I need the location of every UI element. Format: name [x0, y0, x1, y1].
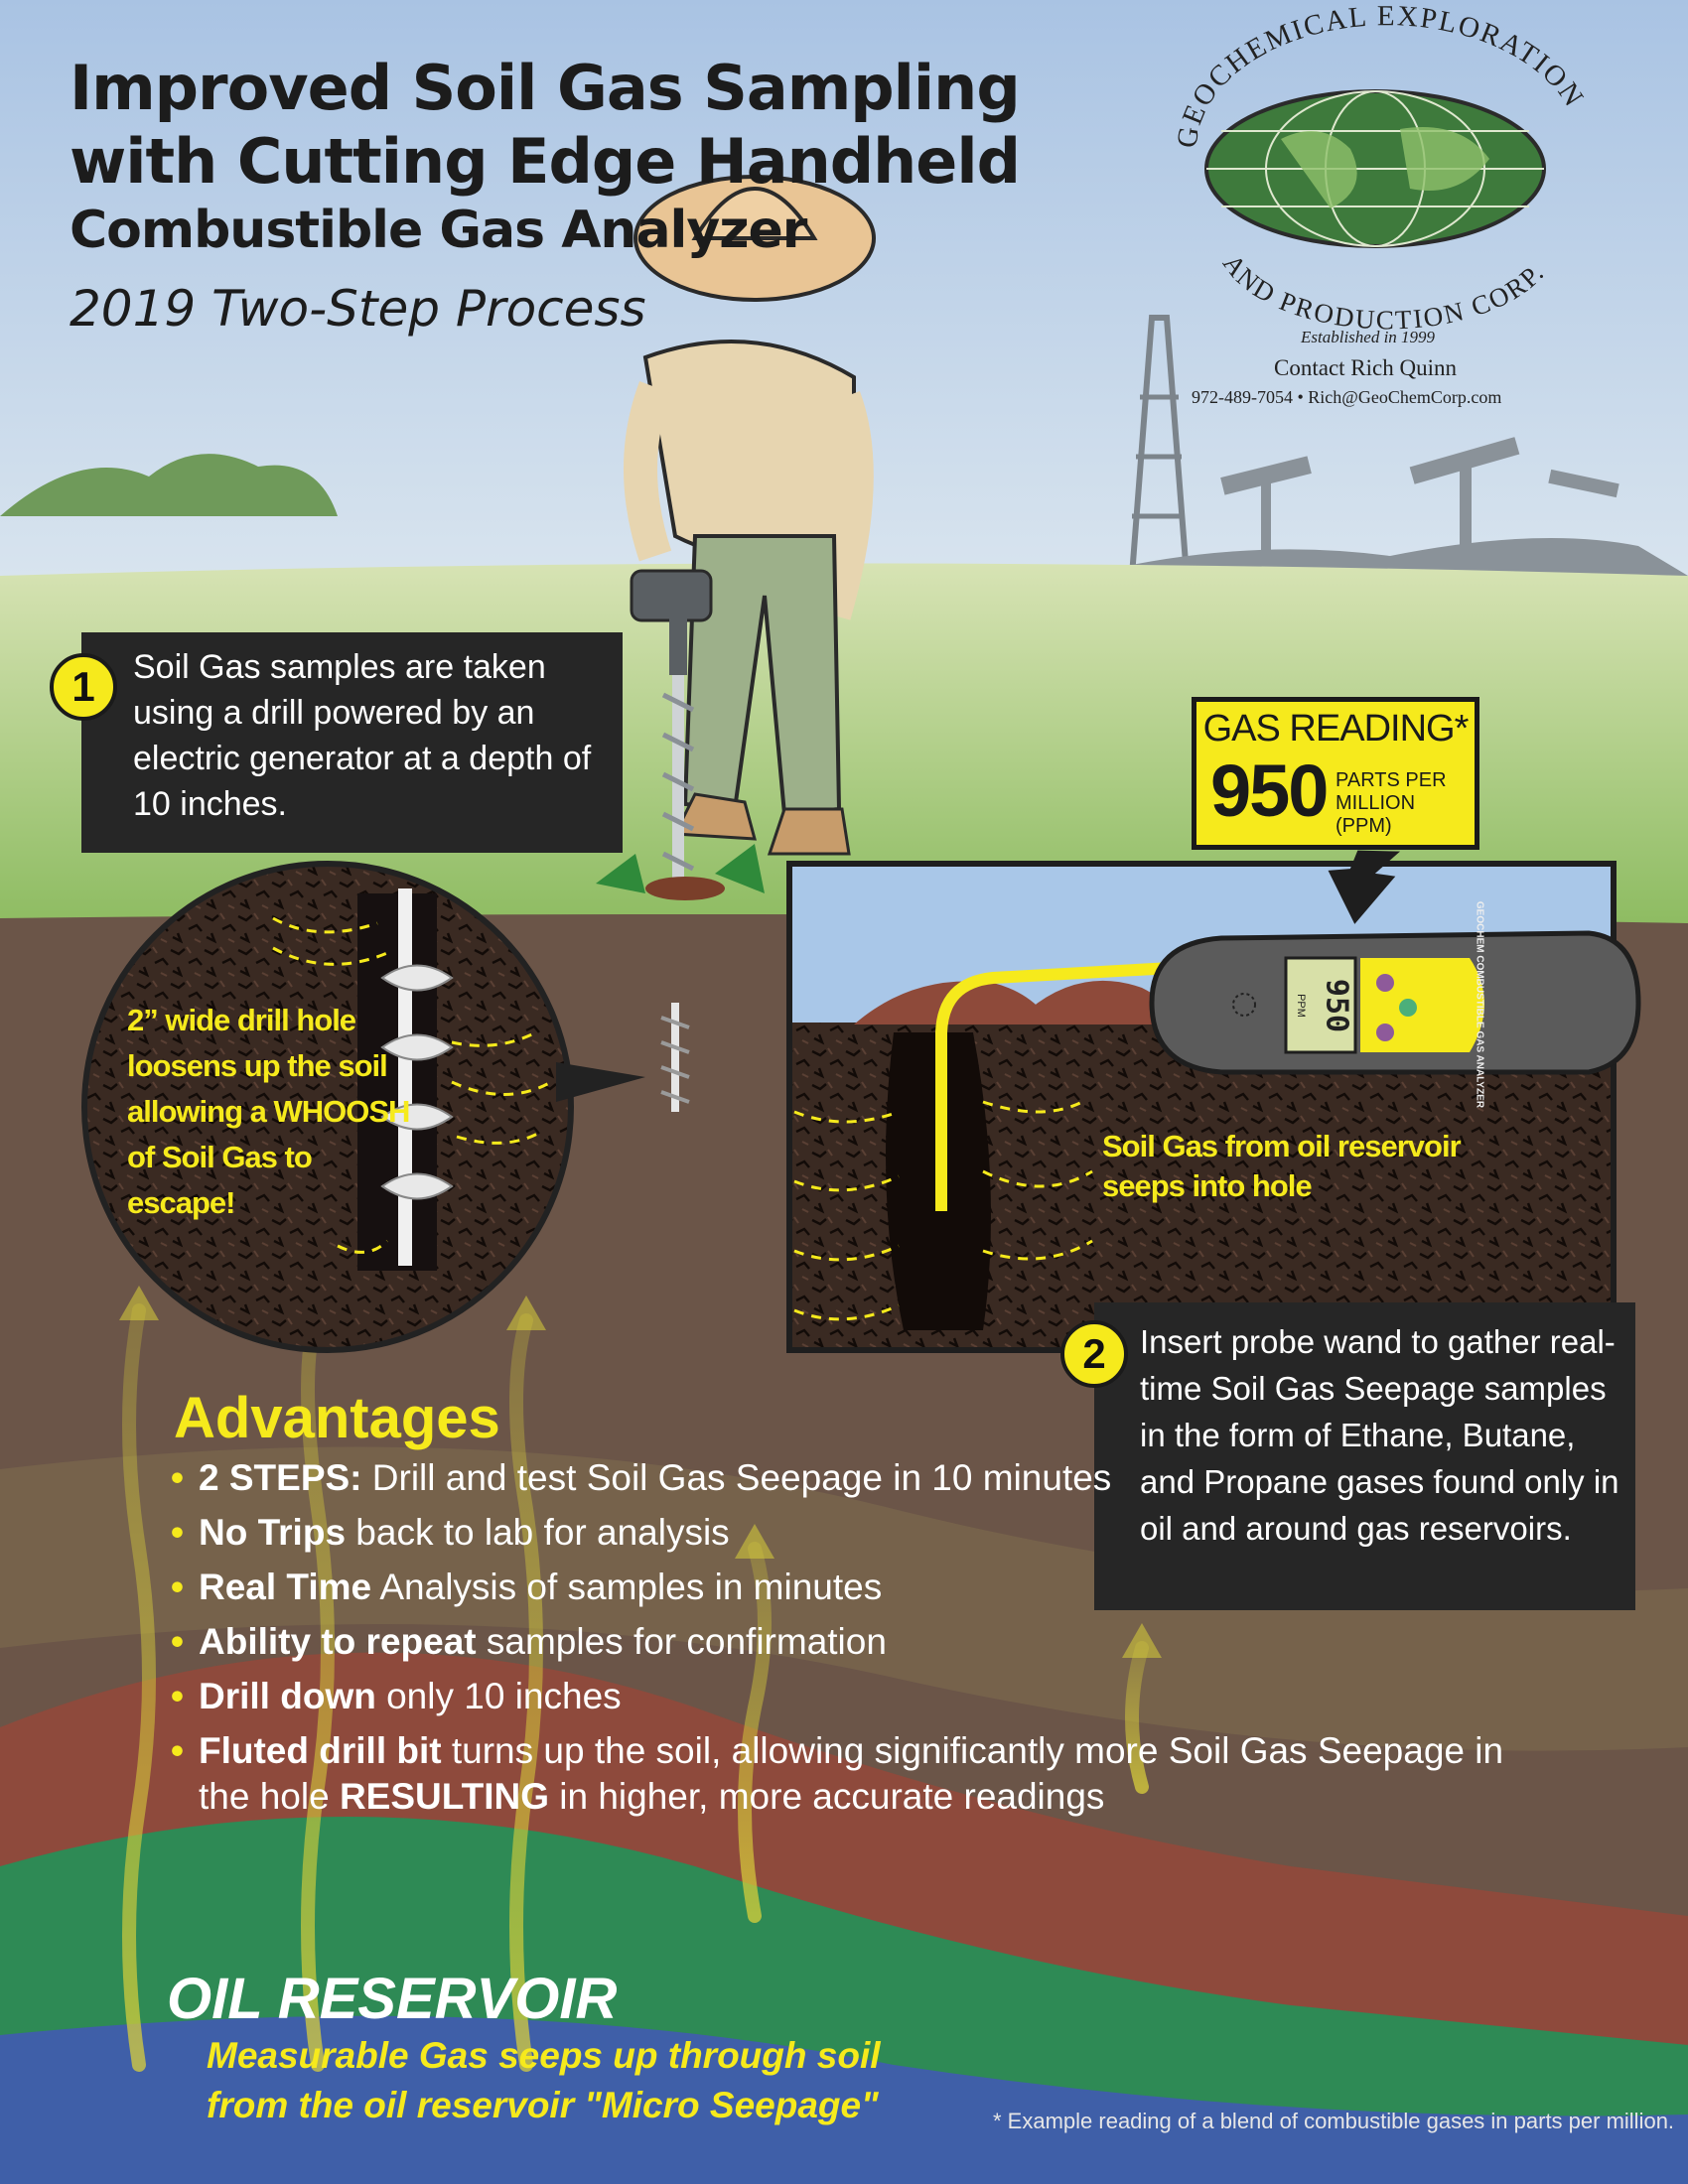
soil-gas-dashed-arrows	[272, 916, 1093, 1321]
gas-reading-box: GAS READING* 950 PARTS PER MILLION (PPM)	[1192, 697, 1479, 850]
advantage-bold: Drill down	[199, 1676, 376, 1716]
drill-hole-note: 2” wide drill hole loosens up the soil a…	[127, 998, 425, 1226]
drill-note-emphasis: WHOOSH	[273, 1094, 410, 1129]
drill-note-text-1: 2” wide drill hole loosens up the soil a…	[127, 1003, 388, 1129]
footnote: * Example reading of a blend of combusti…	[993, 2109, 1675, 2133]
rising-gas-arrows	[122, 1303, 1149, 2072]
advantage-item: •Real Time Analysis of samples in minute…	[171, 1567, 883, 1607]
advantages-list: •2 STEPS: Drill and test Soil Gas Seepag…	[171, 1455, 1561, 1829]
advantage-item: •Fluted drill bit turns up the soil, all…	[171, 1730, 1504, 1817]
gas-reading-title: GAS READING*	[1202, 708, 1470, 750]
advantages-title: Advantages	[174, 1386, 500, 1450]
gas-analyzer-device: 950 PPM GEOCHEM COMBUSTIBLE GAS ANALYZER	[1149, 850, 1641, 1109]
advantage-text: back to lab for analysis	[346, 1512, 730, 1553]
contact-name: Contact Rich Quinn	[1274, 355, 1457, 380]
title-line-3: Combustible Gas Analyzer	[70, 201, 807, 260]
advantage-bold: Fluted drill bit	[199, 1730, 442, 1771]
step-1-badge: 1	[50, 653, 117, 721]
advantage-text: samples for confirmation	[476, 1621, 887, 1662]
title-line-2: with Cutting Edge Handheld	[70, 125, 1021, 198]
worker-figure	[596, 175, 876, 900]
advantage-text: only 10 inches	[375, 1676, 622, 1716]
drill-hole-closeup	[81, 861, 690, 1353]
svg-text:GEOCHEM COMBUSTIBLE GAS ANALYZ: GEOCHEM COMBUSTIBLE GAS ANALYZER	[1474, 901, 1484, 1109]
advantage-bold: Ability to repeat	[199, 1621, 477, 1662]
advantage-item: •Ability to repeat samples for confirmat…	[171, 1621, 887, 1662]
advantage-bold: No Trips	[199, 1512, 347, 1553]
established-text: Established in 1999	[1301, 328, 1436, 346]
title-line-1: Improved Soil Gas Sampling	[70, 52, 1021, 124]
step-2-box: Insert probe wand to gather real-time So…	[1094, 1302, 1635, 1610]
advantage-text: Drill and test Soil Gas Seepage in 10 mi…	[361, 1457, 1112, 1498]
subtitle: 2019 Two-Step Process	[70, 280, 646, 338]
step-1-text: Soil Gas samples are taken using a drill…	[133, 648, 592, 823]
advantage-item: •No Trips back to lab for analysis	[171, 1512, 730, 1553]
step-2-badge: 2	[1060, 1320, 1128, 1388]
oil-reservoir-subtitle: Measurable Gas seeps up through soil fro…	[207, 2035, 881, 2125]
advantage-text: turns up the soil, allowing significantl…	[199, 1730, 1504, 1817]
advantage-text: Analysis of samples in minutes	[371, 1567, 883, 1607]
step-2-text: Insert probe wand to gather real-time So…	[1140, 1323, 1619, 1547]
contact-phone-email: 972-489-7054 • Rich@GeoChemCorp.com	[1192, 387, 1502, 407]
svg-text:950: 950	[1320, 979, 1354, 1032]
drill-note-text-2: of Soil Gas to escape!	[127, 1140, 313, 1220]
advantage-text-2: in higher, more accurate readings	[549, 1776, 1105, 1817]
gas-reading-value: 950	[1210, 750, 1329, 832]
seepage-note: Soil Gas from oil reservoir seeps into h…	[1102, 1129, 1462, 1203]
step-1-box: Soil Gas samples are taken using a drill…	[81, 632, 623, 853]
advantage-bold: 2 STEPS:	[199, 1457, 362, 1498]
svg-text:PPM: PPM	[1295, 994, 1307, 1018]
gas-reading-unit: PARTS PER MILLION (PPM)	[1336, 769, 1447, 837]
advantage-item: •2 STEPS: Drill and test Soil Gas Seepag…	[171, 1457, 1112, 1498]
advantage-item: •Drill down only 10 inches	[171, 1676, 622, 1716]
advantage-bold: Real Time	[199, 1567, 372, 1607]
oil-reservoir-title: OIL RESERVOIR	[167, 1967, 618, 2031]
advantage-bold-2: RESULTING	[339, 1776, 549, 1817]
